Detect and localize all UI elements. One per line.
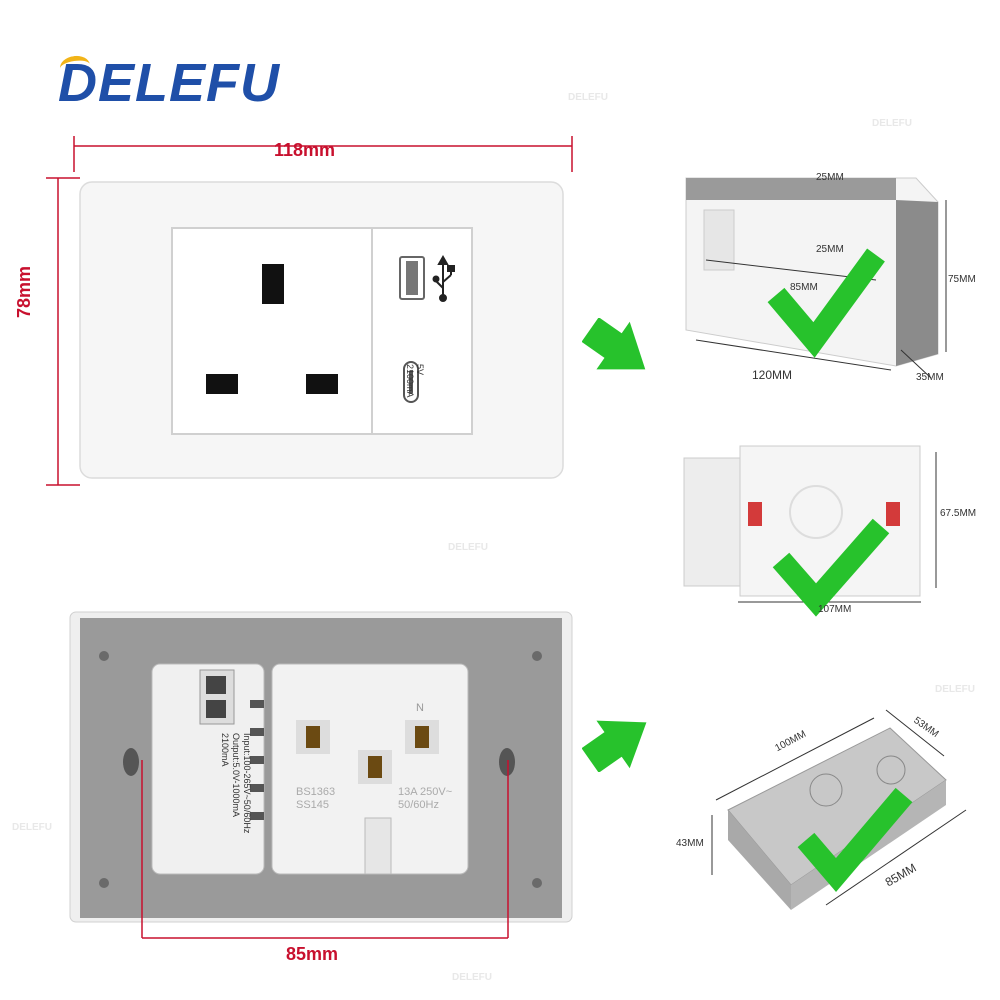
watermark: DELEFU	[448, 542, 488, 553]
earth-slot	[262, 264, 284, 304]
live-slot	[206, 374, 238, 394]
terminal-neutral	[415, 726, 429, 748]
terminal-n-label: N	[416, 702, 424, 714]
usb-input-text: Input:100-265V~50/60Hz	[242, 733, 252, 834]
usb-output-text: Output:5.0V-1000mA	[231, 733, 241, 818]
socket-standard-2: SS145	[296, 799, 330, 811]
watermark: DELEFU	[872, 118, 912, 129]
pvc-box-height-label: 67.5MM	[940, 508, 977, 519]
plastic-box-figure	[685, 177, 947, 379]
plastic-box-inner-width-label: 85MM	[790, 282, 818, 293]
socket-rating-text: 13A 250V~ 50/60Hz	[398, 786, 452, 812]
usb-module-label: Input:100-265V~50/60Hz Output:5.0V-1000m…	[219, 733, 252, 833]
socket-standard-1: BS1363	[296, 786, 336, 798]
socket-frame	[171, 227, 473, 435]
plastic-box-width-label: 120MM	[752, 368, 793, 382]
terminal-live	[306, 726, 320, 748]
width-dimension-label: 118mm	[274, 140, 336, 160]
usb-voltage: 5V	[415, 364, 425, 376]
watermark: DELEFU	[12, 822, 52, 833]
box-side	[896, 200, 938, 366]
arrow-right-icon	[582, 318, 646, 370]
back-panel-figure	[69, 611, 573, 939]
screw-hole-left	[123, 748, 139, 776]
plastic-box-height-label: 75MM	[948, 274, 976, 285]
checkmark-icon	[767, 248, 885, 358]
usb-module	[151, 663, 265, 875]
plastic-box-depth-label: 35MM	[916, 372, 944, 383]
metal-box-figure	[711, 709, 967, 910]
checkmark-icon	[772, 518, 890, 617]
hole-spacing-label: 85mm	[286, 944, 339, 964]
usb-current-text: 2100mA	[220, 733, 230, 767]
pvc-box-width-label: 107MM	[818, 604, 852, 615]
usb-current: 2100mA	[405, 364, 415, 398]
arrow-right-icon	[582, 720, 647, 772]
watermark: DELEFU	[935, 684, 975, 695]
terminal-earth	[368, 756, 382, 778]
plastic-box-top-label: 25MM	[816, 172, 844, 183]
front-panel-figure	[46, 136, 573, 486]
logo-text: DELEFU	[58, 53, 280, 113]
pvc-box-figure	[683, 445, 937, 617]
watermark: DELEFU	[452, 972, 492, 983]
plastic-box-inner-top-label: 25MM	[816, 244, 844, 255]
socket-standard-text: BS1363 SS145	[296, 786, 335, 812]
screw-hole-right	[499, 748, 515, 776]
metal-box-height-label: 43MM	[676, 838, 704, 849]
watermark: DELEFU	[568, 92, 608, 103]
neutral-slot	[306, 374, 338, 394]
socket-rating-1: 13A 250V~	[398, 786, 453, 798]
socket-rating-2: 50/60Hz	[398, 799, 439, 811]
usb-c-rating: 5V 2100mA	[405, 364, 425, 398]
brand-logo: DELEFU	[58, 52, 280, 114]
usb-icon	[432, 254, 455, 302]
checkmark-icon	[797, 787, 913, 892]
height-dimension-label: 78mm	[14, 265, 34, 318]
